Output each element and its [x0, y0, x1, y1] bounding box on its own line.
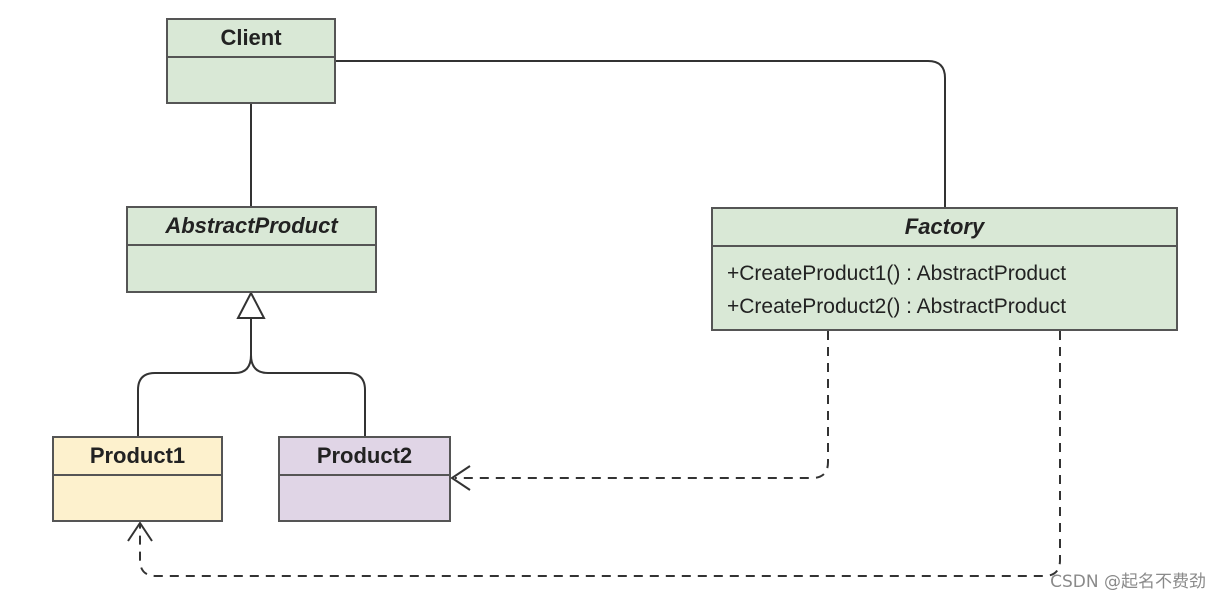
class-product2-name: Product2 [280, 438, 449, 476]
watermark: CSDN @起名不费劲 [1050, 572, 1206, 592]
class-client-body [168, 58, 334, 70]
class-factory-name: Factory [713, 209, 1176, 247]
generalization-triangle [236, 290, 266, 319]
dependency-factory-product2 [455, 331, 829, 479]
class-product1-body [54, 476, 221, 488]
class-client-name: Client [168, 20, 334, 58]
class-product2-body [280, 476, 449, 488]
class-abstract-product: AbstractProduct [126, 206, 377, 293]
factory-operation-create-product1: +CreateProduct1() : AbstractProduct [727, 262, 1067, 285]
class-client: Client [166, 18, 336, 104]
class-abstract-product-name: AbstractProduct [128, 208, 375, 246]
class-abstract-product-body [128, 246, 375, 258]
dependency-arrowhead-product1 [127, 521, 153, 542]
class-product1-name: Product1 [54, 438, 221, 476]
dependency-arrowhead-product2 [450, 465, 471, 491]
association-client-factory [336, 60, 946, 208]
factory-operation-create-product2: +CreateProduct2() : AbstractProduct [727, 295, 1067, 318]
class-factory: Factory +CreateProduct1() : AbstractProd… [711, 207, 1178, 331]
class-product1: Product1 [52, 436, 223, 522]
class-factory-operations: +CreateProduct1() : AbstractProduct +Cre… [713, 247, 1176, 329]
class-product2: Product2 [278, 436, 451, 522]
generalization-trunk [137, 318, 252, 437]
generalization-branch-product2 [250, 354, 366, 437]
